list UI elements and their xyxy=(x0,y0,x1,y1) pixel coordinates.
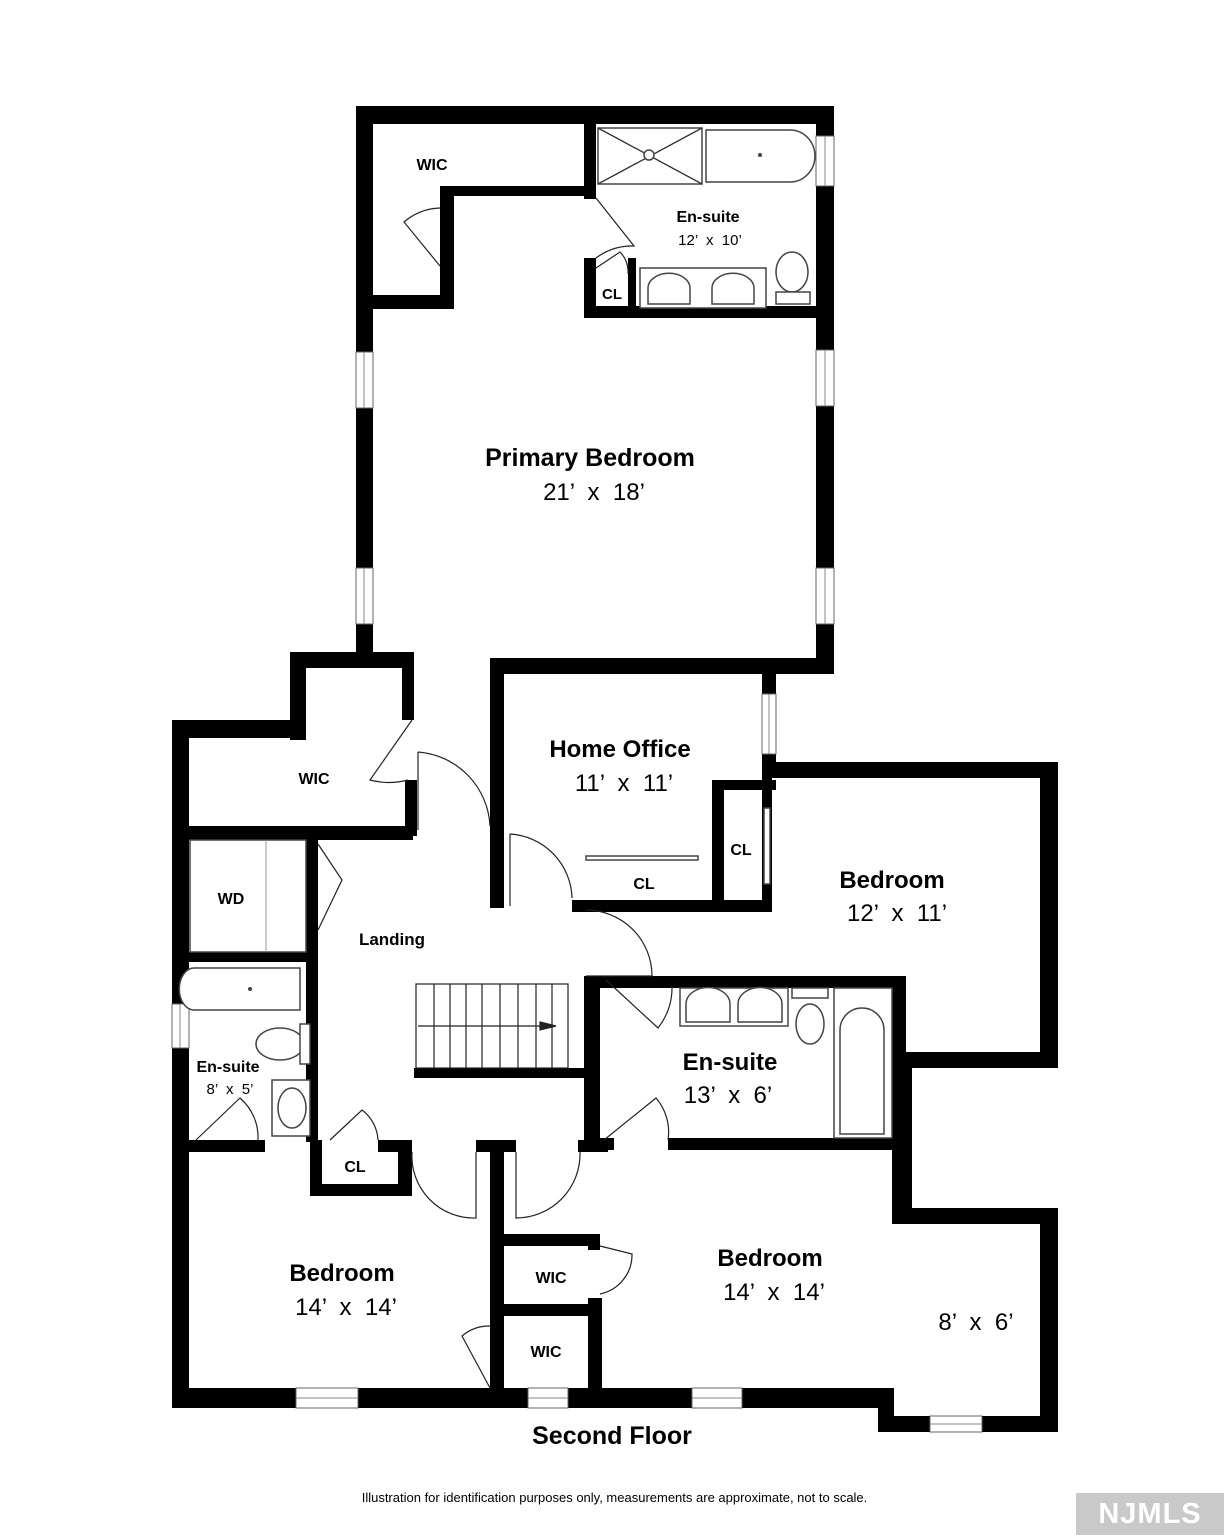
doors xyxy=(195,197,673,1389)
windows xyxy=(171,135,983,1433)
bedroom-sw-size: 14’ x 14’ xyxy=(295,1294,397,1321)
wic-top-label: WIC xyxy=(416,157,448,174)
cl-office-right-label: CL xyxy=(730,842,752,859)
disclaimer-text: Illustration for identification purposes… xyxy=(361,1490,868,1505)
fixtures xyxy=(178,127,893,1139)
home-office-size: 11’ x 11’ xyxy=(575,770,673,797)
ensuite-mid-size: 13’ x 6’ xyxy=(684,1082,773,1109)
wic-mid-upper-label: WIC xyxy=(535,1270,567,1287)
bedroom-sw-label: Bedroom xyxy=(289,1260,394,1287)
ensuite-primary-label: En-suite xyxy=(676,209,739,226)
bedroom-se-label: Bedroom xyxy=(717,1245,822,1272)
bedroom-se-size: 14’ x 14’ xyxy=(723,1279,825,1306)
primary-bedroom-label: Primary Bedroom xyxy=(485,444,695,472)
ensuite-small-label: En-suite xyxy=(196,1059,259,1076)
wic-left-label: WIC xyxy=(298,771,330,788)
bedroom-east-label: Bedroom xyxy=(839,867,944,894)
plan-title: Second Floor xyxy=(532,1422,692,1450)
primary-bedroom-size: 21’ x 18’ xyxy=(543,479,645,506)
ensuite-mid-label: En-suite xyxy=(683,1049,778,1076)
walls xyxy=(172,106,1058,1432)
cl-landing-label: CL xyxy=(344,1159,366,1176)
wic-mid-lower-label: WIC xyxy=(530,1344,562,1361)
alcove-size-label: 8’ x 6’ xyxy=(938,1309,1013,1336)
bedroom-east-size: 12’ x 11’ xyxy=(847,900,947,927)
wd-label: WD xyxy=(218,891,245,908)
ensuite-primary-size: 12’ x 10’ xyxy=(678,232,742,249)
room-labels: WIC En-suite 12’ x 10’ CL Primary Bedroo… xyxy=(196,157,1013,1450)
cl-primary-bath-label: CL xyxy=(602,286,622,303)
ensuite-small-size: 8’ x 5’ xyxy=(207,1081,254,1098)
cl-office-bottom-label: CL xyxy=(633,876,655,893)
home-office-label: Home Office xyxy=(549,736,690,763)
njmls-logo: NJMLS xyxy=(1076,1493,1224,1535)
landing-label: Landing xyxy=(359,930,425,949)
